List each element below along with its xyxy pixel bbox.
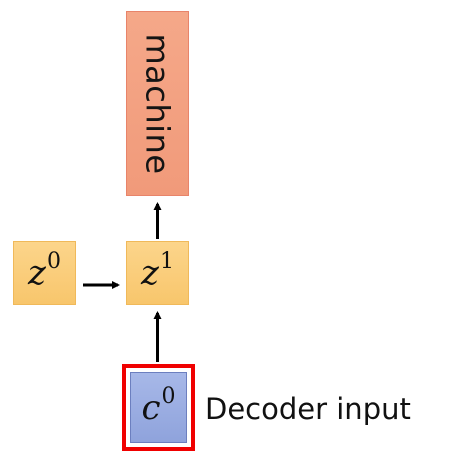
c0-base: c [141,387,161,428]
output-token-box: machine [126,11,189,196]
z0-superscript: 0 [46,249,61,274]
z1-superscript: 1 [159,249,174,274]
decoder-input-caption: Decoder input [205,392,411,426]
z1-base: z [141,253,159,293]
z0-base: z [28,253,46,293]
c0-superscript: 0 [161,383,176,409]
output-token-label: machine [138,32,177,175]
